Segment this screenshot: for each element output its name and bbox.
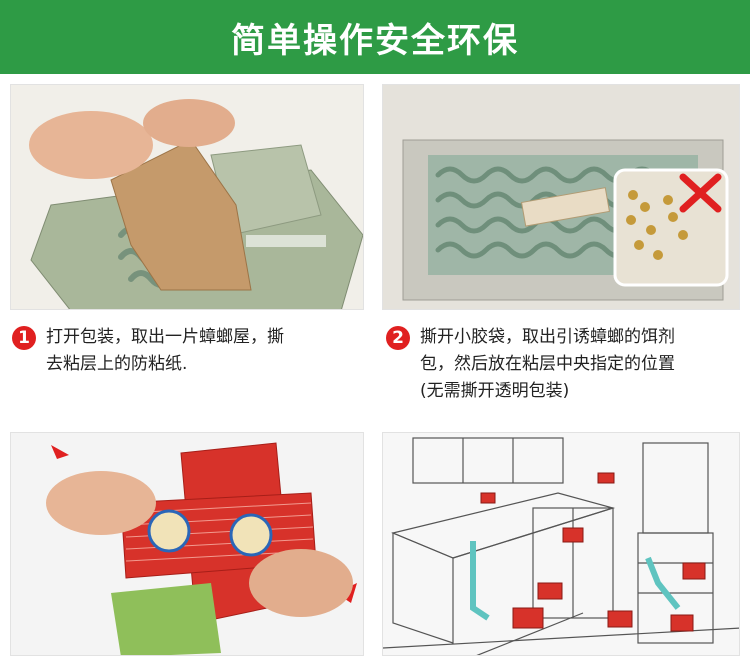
photo-kitchen-placement xyxy=(382,432,740,656)
banner-title: 简单操作安全环保 xyxy=(231,20,519,61)
step-1-caption: 1 打开包装，取出一片蟑螂屋，撕 去粘层上的防粘纸. xyxy=(12,324,372,378)
step-2-badge: 2 xyxy=(386,326,410,350)
photo-fold-trap xyxy=(10,432,364,656)
step-2-caption: 2 撕开小胶袋，取出引诱蟑螂的饵剂 包，然后放在粘层中央指定的位置 (无需撕开透… xyxy=(386,324,746,405)
fold-trap-illustration xyxy=(11,433,363,655)
step-1-badge: 1 xyxy=(12,326,36,350)
photo-bait-placement xyxy=(382,84,740,310)
step-1-line-1: 打开包装，取出一片蟑螂屋，撕 xyxy=(46,327,284,347)
kitchen-placement-illustration xyxy=(383,433,739,655)
title-banner: 简单操作安全环保 xyxy=(0,0,750,74)
step-2-line-2: 包，然后放在粘层中央指定的位置 xyxy=(420,354,675,374)
step-2-note: (无需撕开透明包装) xyxy=(420,381,570,401)
photo-peel-backing xyxy=(10,84,364,310)
step-2-line-1: 撕开小胶袋，取出引诱蟑螂的饵剂 xyxy=(420,327,675,347)
step-1-line-2: 去粘层上的防粘纸. xyxy=(46,354,188,374)
peel-backing-illustration xyxy=(29,99,363,309)
bait-placement-illustration xyxy=(383,85,739,309)
